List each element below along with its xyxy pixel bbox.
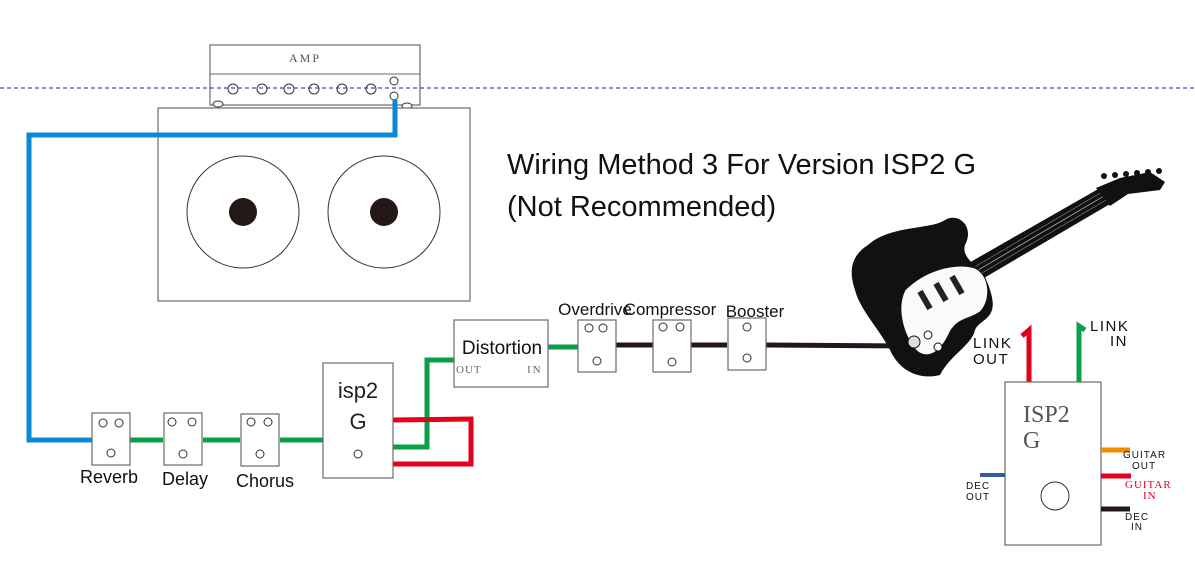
link-out-label-2: OUT [973, 351, 1009, 368]
isp2-small-line2: G [349, 409, 366, 434]
isp2-g-small: isp2 G [322, 362, 394, 479]
cable-link-in [1076, 321, 1087, 382]
amp-knob [336, 83, 348, 95]
pedal-delay: Delay [162, 412, 208, 489]
speaker-center [370, 198, 398, 226]
distortion-out-label: OUT [456, 364, 482, 376]
amp-label: AMP [289, 51, 321, 65]
chorus-label: Chorus [236, 471, 294, 491]
cable-blue-amp-to-reverb [26, 100, 398, 443]
pedal-booster: Booster [726, 302, 785, 371]
pedal-distortion: Distortion OUT IN [453, 319, 549, 388]
title-line1: Wiring Method 3 For Version ISP2 G [507, 149, 976, 181]
booster-label: Booster [726, 302, 785, 321]
pedal-reverb: Reverb [80, 412, 138, 487]
amp-knob [227, 83, 239, 95]
amp-knob [256, 83, 268, 95]
distortion-in-label: IN [527, 364, 543, 376]
delay-label: Delay [162, 469, 208, 489]
overdrive-label: Overdrive [558, 300, 632, 319]
speaker-cabinet [157, 107, 471, 302]
amp-knob [308, 83, 320, 95]
isp2-small-line1: isp2 [338, 378, 378, 403]
isp2-large-line2: G [1023, 428, 1040, 454]
isp2-footswitch [1040, 481, 1070, 511]
cable-link-out [1020, 324, 1032, 382]
dec-out-label-1: DEC [966, 481, 990, 492]
dec-out-label-2: OUT [966, 492, 990, 503]
guitar-out-label-1: GUITAR [1123, 450, 1166, 461]
guitar-output-jack [907, 335, 921, 349]
guitar-in-label-1: GUITAR [1125, 479, 1172, 491]
amp-knob [283, 83, 295, 95]
isp2-large-line1: ISP2 [1023, 402, 1070, 428]
guitar-headstock [1096, 172, 1165, 206]
pedal-overdrive: Overdrive [558, 300, 632, 373]
speaker-center [229, 198, 257, 226]
dec-in-label-2: IN [1131, 522, 1143, 533]
distortion-label: Distortion [462, 338, 542, 359]
guitar-out-label-2: OUT [1132, 461, 1156, 472]
guitar-in-label-2: IN [1143, 490, 1157, 502]
reverb-label: Reverb [80, 467, 138, 487]
pedal-chorus: Chorus [236, 413, 294, 491]
isp2-small-jack [353, 449, 363, 459]
dec-in-label-1: DEC [1125, 512, 1149, 523]
amp-jack [389, 76, 399, 86]
amp-foot [212, 100, 224, 108]
isp2-g-large: ISP2 G LINK OUT LINK IN GUITAR OUT GUITA… [966, 318, 1172, 546]
amp-knob [365, 83, 377, 95]
title-line2: (Not Recommended) [507, 191, 776, 223]
electric-guitar-illustration [851, 168, 1165, 377]
link-out-label-1: LINK [973, 335, 1012, 352]
cable-red-loop [392, 416, 474, 467]
amp-head: AMP [209, 44, 421, 110]
link-in-label-2: IN [1110, 333, 1128, 350]
compressor-label: Compressor [624, 300, 717, 319]
amp-input-jack [389, 91, 399, 101]
cable-green-isp2-to-distortion [393, 357, 455, 450]
link-in-label-1: LINK [1090, 318, 1129, 335]
pedal-compressor: Compressor [624, 300, 717, 373]
